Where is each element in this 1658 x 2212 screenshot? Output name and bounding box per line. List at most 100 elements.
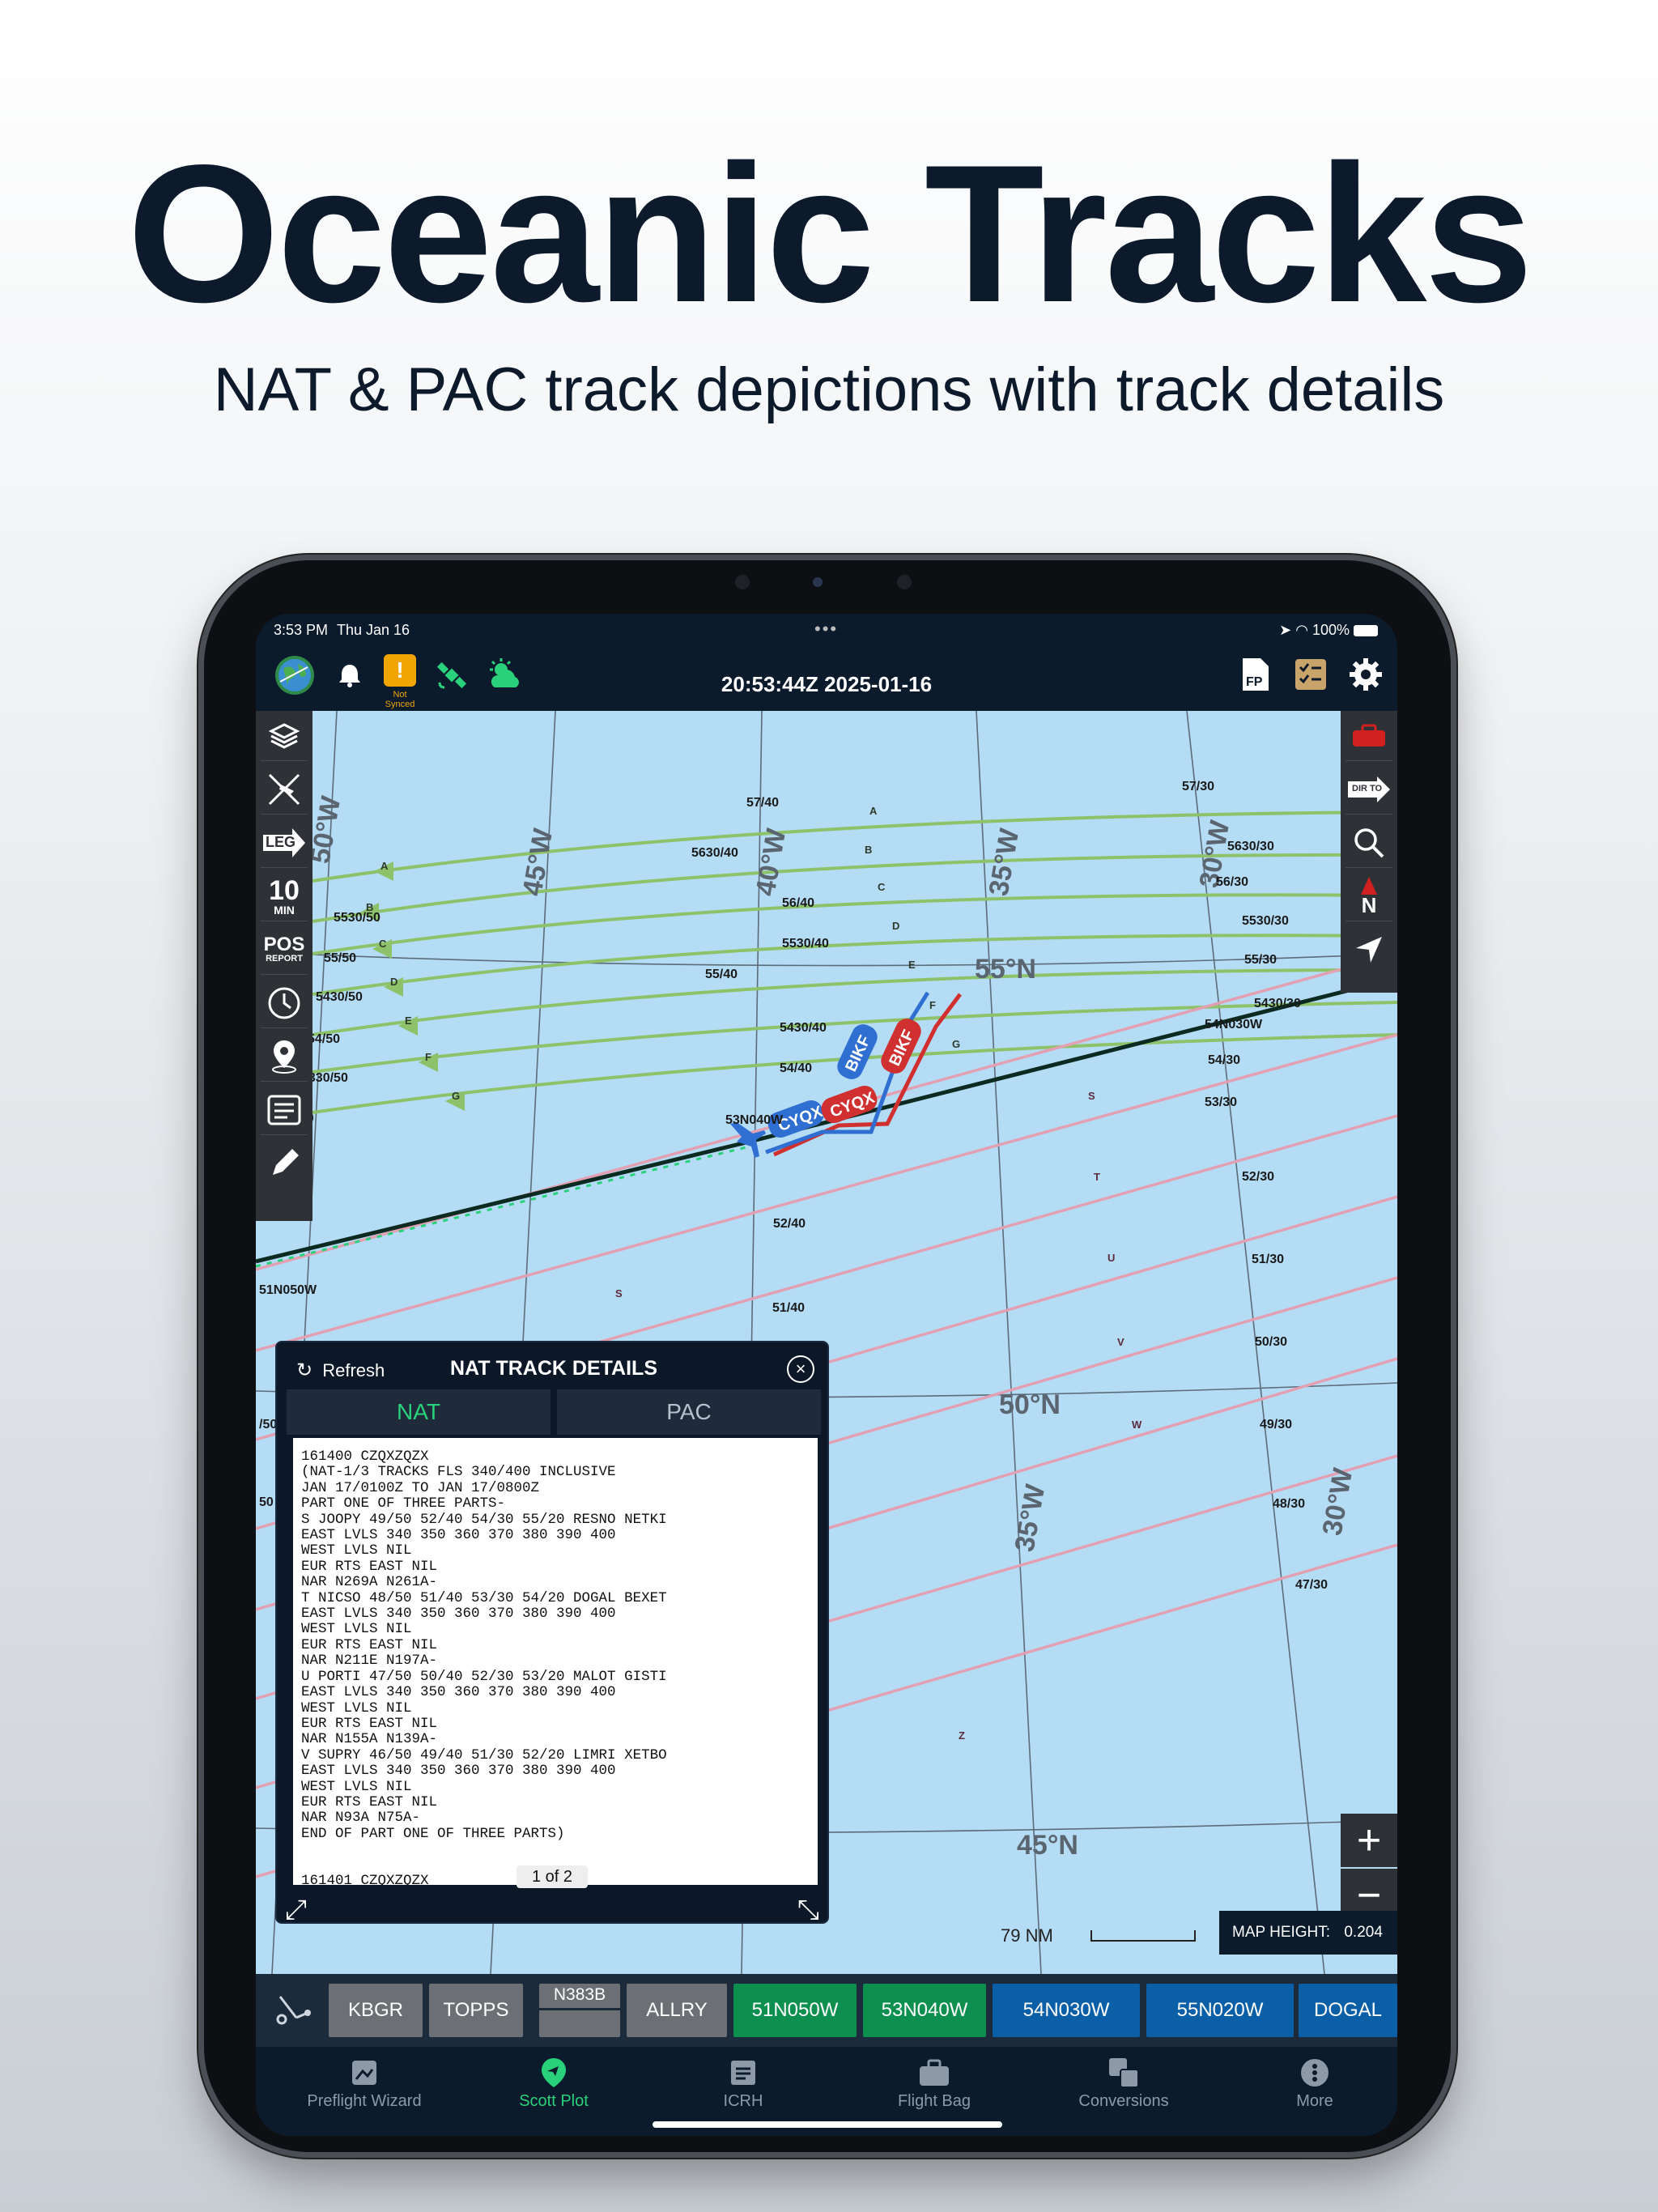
pac-track-letter: Z [959,1729,965,1742]
notes-icon[interactable] [261,1085,308,1135]
waypoint-label: 51/40 [772,1301,805,1315]
dir-to-button[interactable]: DIR TO [1346,764,1392,815]
tab-pac[interactable]: PAC [557,1389,821,1435]
waypoint-label: 53N040W [725,1113,784,1127]
satellite-icon[interactable] [432,656,471,695]
map-height-value: 0.204 [1344,1924,1383,1941]
waypoint-label: 5430/50 [316,990,363,1004]
page-indicator: 1 of 2 [517,1865,588,1888]
graticule-label: 35°W [983,826,1025,899]
clock-icon[interactable] [261,978,308,1028]
route-waypoint[interactable]: TOPPS [429,1984,523,2037]
waypoint-label: 57/40 [746,796,779,810]
right-toolbar: DIR TO N [1341,711,1397,993]
nat-track-letter: D [390,976,397,988]
waypoint-label: 5530/30 [1242,914,1289,928]
route-waypoint[interactable]: KBGR [329,1984,423,2037]
nat-pac-segmented: NAT PAC [287,1389,821,1435]
close-icon[interactable]: × [787,1355,814,1383]
waypoint-label: 48/30 [1273,1497,1305,1511]
pos-report-button[interactable]: POS REPORT [261,925,308,975]
tab-preflight-wizard[interactable]: Preflight Wizard [283,2053,445,2111]
graticule-label: 55°N [975,954,1036,985]
multitask-dots[interactable]: ••• [814,619,839,639]
route-waypoint[interactable]: N383B [539,1984,620,2037]
waypoint-label: 5430/40 [780,1021,827,1035]
waypoint-label: 5330/50 [301,1071,348,1085]
waypoint-label: 54/30 [1208,1053,1240,1067]
ten-min-unit: MIN [274,903,295,917]
camera-dot [897,575,912,589]
tab-conversions[interactable]: Conversions [1043,2053,1205,2111]
layers-icon[interactable] [261,711,308,761]
checklist-icon[interactable] [1292,656,1329,693]
nat-track-letter: C [379,938,387,950]
route-waypoint[interactable]: 53N040W [863,1984,986,2037]
camera-dot [735,575,750,589]
waypoint-separator [539,2008,620,2010]
tab-nat[interactable]: NAT [287,1389,551,1435]
camera-lens [813,577,823,587]
status-time: 3:53 PM [274,622,329,638]
route-edit-icon[interactable] [275,1990,314,2033]
route-waypoint[interactable]: 54N030W [993,1984,1140,2037]
resize-icon[interactable]: ⤡ [797,1895,819,1925]
graticule-label: 35°W [1009,1482,1051,1555]
waypoint-label: 50 [259,1495,274,1509]
weather-icon[interactable] [486,656,525,695]
scale-bar [1090,1930,1196,1942]
refresh-button[interactable]: ↻ Refresh [296,1359,385,1382]
route-waypoint[interactable]: 55N020W [1146,1984,1294,2037]
route-waypoint[interactable]: 51N050W [733,1984,857,2037]
refresh-icon: ↻ [296,1359,313,1381]
waypoint-label: 54N030W [1205,1018,1263,1032]
ten-min-button[interactable]: 10 MIN [261,871,308,921]
tab-icrh[interactable]: ICRH [662,2053,824,2111]
nat-track-letter: G [952,1038,960,1050]
waypoint-label: 57/30 [1182,780,1214,793]
aircraft-icon[interactable] [730,1122,766,1158]
nat-track-letter: D [892,920,899,932]
status-bar: 3:53 PM Thu Jan 16 ••• ➤ ◠ 100% [256,614,1397,646]
wizard-icon [283,2053,445,2092]
waypoint-label: 50/30 [1255,1335,1287,1349]
map-height-label: MAP HEIGHT: [1232,1924,1331,1941]
search-icon[interactable] [1346,818,1392,868]
headline: Oceanic Tracks [127,125,1533,343]
battery-icon [1354,625,1378,637]
icrh-icon [662,2053,824,2092]
nat-message-text[interactable]: 161400 CZQXZQZX (NAT-1/3 TRACKS FLS 340/… [293,1438,818,1885]
flight-plan-icon[interactable]: FP [1237,656,1274,693]
tab-more[interactable]: More [1234,2053,1396,2111]
nat-track-marker [374,861,393,881]
pencil-icon[interactable] [261,1138,308,1189]
leg-button[interactable]: LEG [261,818,308,868]
nat-track-marker [359,903,379,922]
globe-icon[interactable] [275,656,314,695]
tab-scott-plot[interactable]: Scott Plot [473,2053,635,2111]
sync-warning-icon[interactable]: ! [384,654,416,687]
bell-icon[interactable] [330,656,369,695]
route-waypoint[interactable]: DOGAL [1299,1984,1397,2037]
location-pin-icon[interactable] [261,1032,308,1082]
waypoint-label: 51N050W [259,1283,317,1297]
waypoint-label: 5530/40 [782,937,829,951]
pac-track-letter: T [1094,1171,1100,1183]
utc-clock: 20:53:44Z 2025-01-16 [721,672,933,696]
aircraft-filter-icon[interactable] [261,764,308,815]
conversions-icon [1043,2053,1205,2092]
more-icon [1234,2053,1396,2092]
zoom-in-button[interactable]: + [1341,1814,1397,1867]
location-icon: ➤ [1279,622,1292,638]
expand-icon[interactable]: ⤢ [285,1895,308,1925]
nat-track-marker [372,939,392,959]
route-waypoint[interactable]: ALLRY [627,1984,727,2037]
nat-track-marker [419,1053,438,1072]
nat-track-letter: F [929,999,936,1011]
toolbox-icon[interactable] [1346,711,1392,761]
gear-icon[interactable] [1347,656,1384,693]
north-up-button[interactable]: N [1346,871,1392,921]
navigate-icon[interactable] [1346,925,1392,975]
tab-flight-bag[interactable]: Flight Bag [853,2053,1015,2111]
